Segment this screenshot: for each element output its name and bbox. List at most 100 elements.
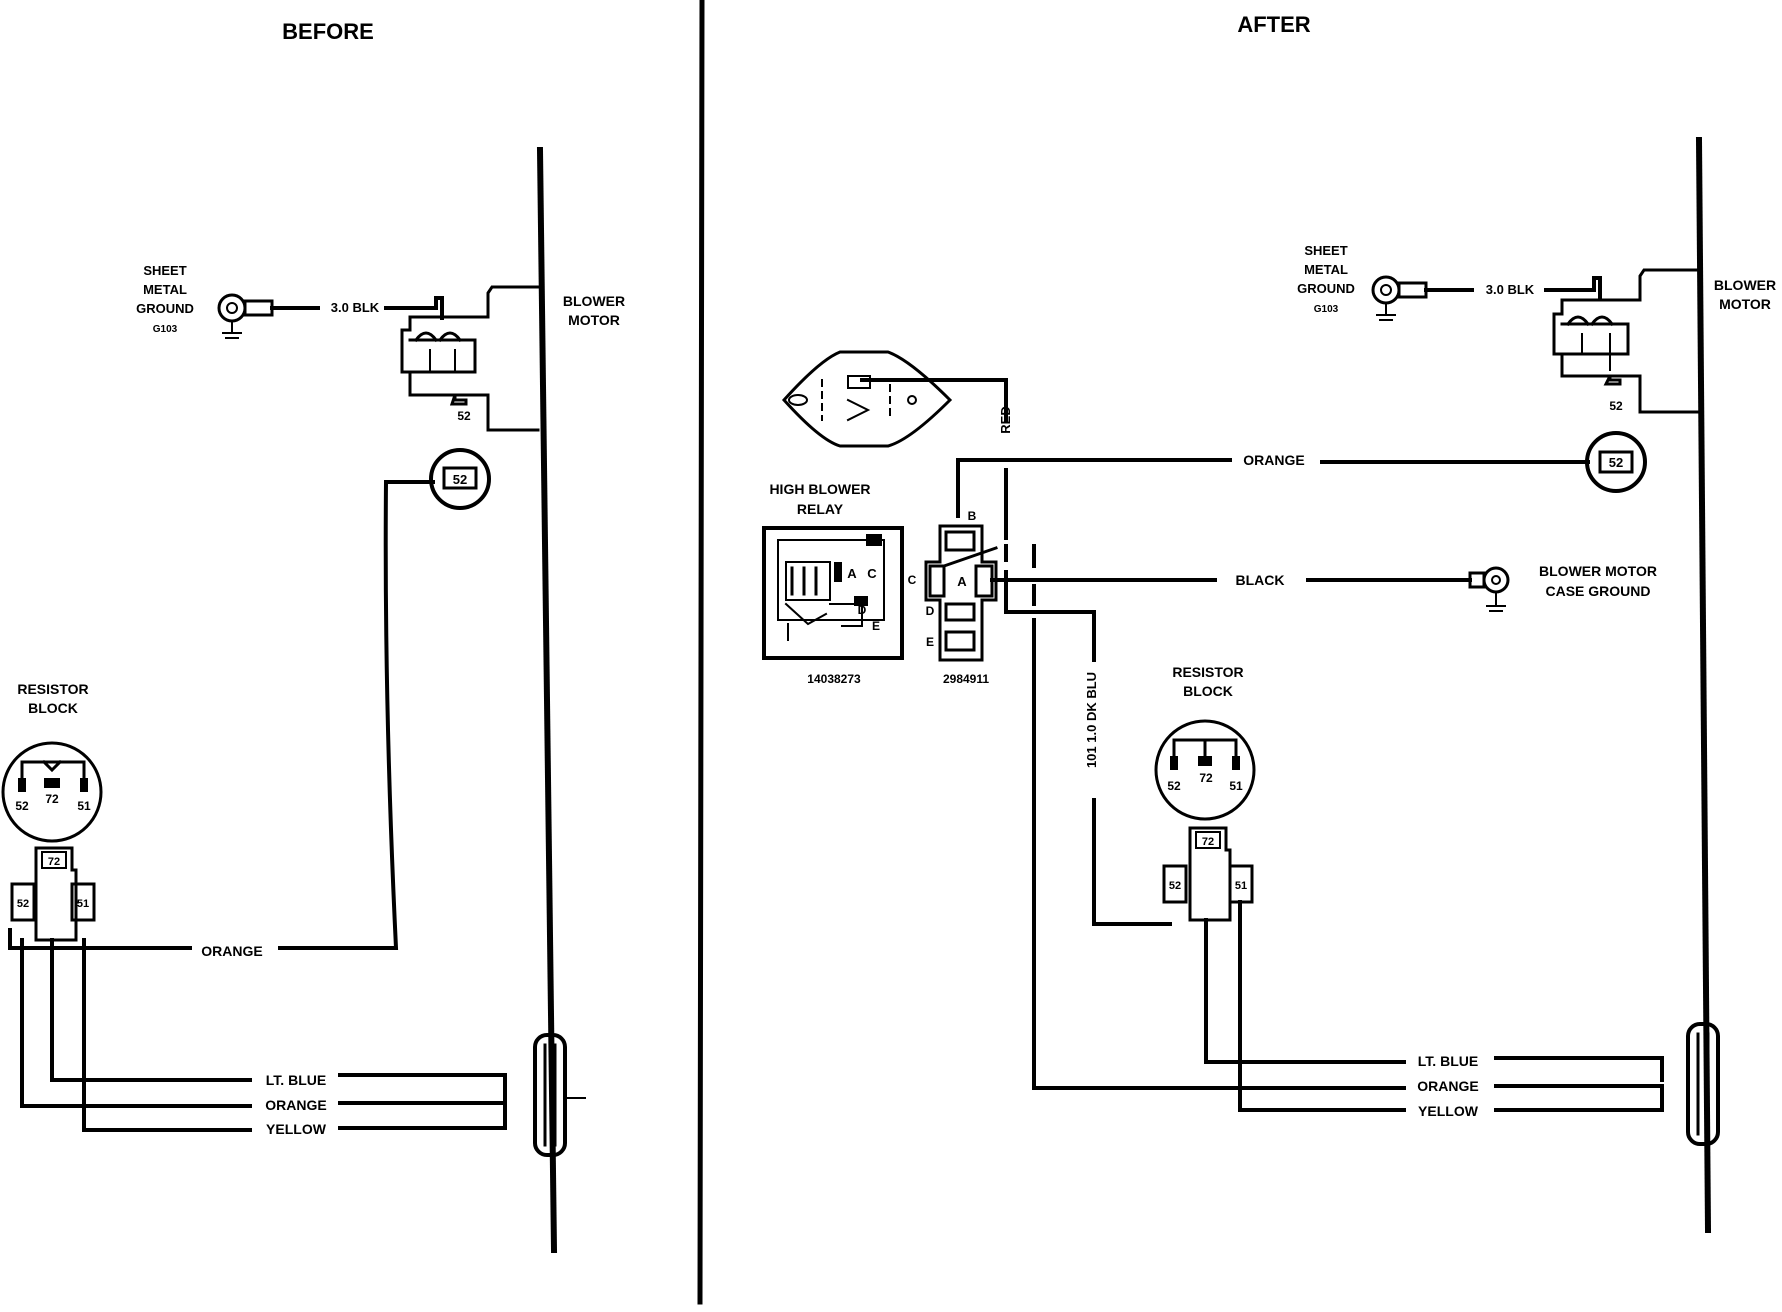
svg-text:METAL: METAL: [143, 282, 187, 297]
after-connector-terminal: 52: [1609, 455, 1623, 470]
after-yellow-wire-end: [1494, 1088, 1664, 1112]
before-blower-motor-label-2: MOTOR: [568, 312, 620, 328]
after-motor-terminal: 52: [1609, 399, 1623, 413]
before-ltblue-label: LT. BLUE: [266, 1072, 326, 1088]
after-socket-pin-a: A: [957, 574, 967, 589]
after-relay-pin-c: C: [867, 566, 877, 581]
after-relay-pin-d: D: [858, 603, 867, 617]
after-resistor-block-icon: [1154, 719, 1256, 821]
after-orange-label: ORANGE: [1417, 1078, 1478, 1094]
after-blower-motor-icon: [1552, 268, 1700, 414]
before-connector-terminal: 52: [453, 472, 467, 487]
after-sheet-metal-ground-label: SHEET METAL GROUND G103: [1297, 243, 1355, 315]
after-yellow-label: YELLOW: [1418, 1103, 1479, 1119]
before-firewall: [536, 146, 558, 1254]
before-resistor-block-label-2: BLOCK: [28, 700, 78, 716]
panel-divider: [697, 0, 705, 1305]
before-blower-motor-icon: [400, 285, 540, 432]
before-ground-wire-label: 3.0 BLK: [331, 300, 380, 315]
after-relay-part-number: 14038273: [807, 672, 861, 686]
after-resistor-pin-51: 51: [1229, 779, 1243, 793]
after-resistor-block-label: RESISTOR: [1172, 664, 1243, 680]
before-orange2-wire: [20, 938, 252, 1108]
after-ground-eyelet-icon: [1371, 275, 1428, 321]
after-blower-motor-label: BLOWER: [1714, 277, 1776, 293]
svg-text:METAL: METAL: [1304, 262, 1348, 277]
svg-text:GROUND: GROUND: [1297, 281, 1355, 296]
before-resistor-pin-52: 52: [15, 799, 29, 813]
before-connector-pin-52: 52: [17, 898, 29, 910]
after-ltblue-wire-end: [1494, 1056, 1664, 1082]
after-dkblu-wire-bottom: [1092, 798, 1172, 926]
after-connector-pin-51: 51: [1235, 880, 1247, 892]
after-connector-pin-52: 52: [1169, 880, 1181, 892]
after-socket-pin-e: E: [926, 635, 934, 649]
after-socket-pin-c: C: [908, 573, 917, 587]
before-orange2-label: ORANGE: [265, 1097, 326, 1113]
before-panel: BEFORE SHEET METAL GROUND G103 3.0 BLK: [1, 19, 625, 1254]
after-case-ground-eyelet-icon: [1468, 566, 1510, 612]
before-resistor-pin-72: 72: [45, 792, 59, 806]
before-orange-wire: [278, 480, 435, 950]
after-title: AFTER: [1237, 12, 1310, 37]
before-connector-pin-51: 51: [77, 898, 89, 910]
after-dkblu-wire-label: 101 1.0 DK BLU: [1084, 672, 1099, 768]
before-ltblue-wire-end: [338, 1073, 507, 1102]
after-firewall-grommet-icon: [1686, 1022, 1720, 1146]
before-blower-motor-label: BLOWER: [563, 293, 625, 309]
after-red-wire-label: RED: [998, 406, 1013, 433]
before-yellow-wire-end: [338, 1103, 507, 1130]
after-yellow-wire: [1238, 900, 1406, 1112]
after-resistor-block-label-2: BLOCK: [1183, 683, 1233, 699]
after-orange-wire-label: ORANGE: [1243, 452, 1304, 468]
after-black-wire-label: BLACK: [1236, 572, 1285, 588]
after-high-blower-relay-icon: [762, 526, 904, 660]
after-socket-pin-b: B: [968, 509, 977, 523]
before-resistor-pin-51: 51: [77, 799, 91, 813]
after-red-wire-top: [860, 378, 1008, 422]
before-ground-lead: [384, 296, 444, 320]
before-title: BEFORE: [282, 19, 374, 44]
after-relay-pin-e: E: [872, 619, 880, 633]
before-sheet-metal-ground-label: SHEET METAL GROUND G103: [136, 263, 194, 335]
after-relay-socket-icon: [924, 524, 998, 662]
after-relay-pin-b: B: [872, 532, 881, 546]
before-resistor-block-label: RESISTOR: [17, 681, 88, 697]
after-fuse-switch-icon: [781, 350, 953, 448]
svg-text:SHEET: SHEET: [143, 263, 186, 278]
after-resistor-pin-72: 72: [1199, 771, 1213, 785]
after-ground-wire-label: 3.0 BLK: [1486, 282, 1535, 297]
before-ground-eyelet-icon: [217, 293, 274, 339]
after-resistor-pin-52: 52: [1167, 779, 1181, 793]
before-yellow-wire: [82, 938, 252, 1132]
before-orange-wire-label: ORANGE: [201, 943, 262, 959]
before-ltblue-wire: [50, 938, 252, 1082]
svg-text:GROUND: GROUND: [136, 301, 194, 316]
before-harness-connector-icon: [10, 846, 96, 942]
after-socket-part-number: 2984911: [943, 672, 989, 686]
before-motor-connector-icon: [429, 448, 491, 510]
after-dkblu-wire-top: [1004, 610, 1096, 662]
after-ltblue-wire: [1204, 918, 1406, 1064]
before-resistor-block-icon: [1, 741, 103, 843]
after-panel: AFTER SHEET METAL GROUND G103 3.0 BLK: [762, 12, 1776, 1234]
before-firewall-grommet-icon: [533, 1033, 586, 1157]
svg-text:SHEET: SHEET: [1304, 243, 1347, 258]
after-case-ground-label-2: CASE GROUND: [1545, 583, 1650, 599]
before-yellow-label: YELLOW: [266, 1121, 327, 1137]
after-ground-lead: [1544, 276, 1602, 300]
before-motor-terminal: 52: [457, 409, 471, 423]
after-orange-long-wire: [1032, 618, 1406, 1090]
svg-text:G103: G103: [153, 324, 178, 335]
after-case-ground-label: BLOWER MOTOR: [1539, 563, 1657, 579]
svg-text:G103: G103: [1314, 304, 1339, 315]
after-orange-wire: [956, 458, 1232, 518]
before-connector-pin-72: 72: [48, 856, 60, 868]
after-relay-title-2: RELAY: [797, 501, 844, 517]
after-relay-title: HIGH BLOWER: [769, 481, 870, 497]
after-socket-stubs: [1004, 544, 1036, 612]
after-socket-pin-d: D: [926, 604, 935, 618]
after-blower-motor-label-2: MOTOR: [1719, 296, 1771, 312]
before-orange-wire-end: [8, 928, 192, 950]
